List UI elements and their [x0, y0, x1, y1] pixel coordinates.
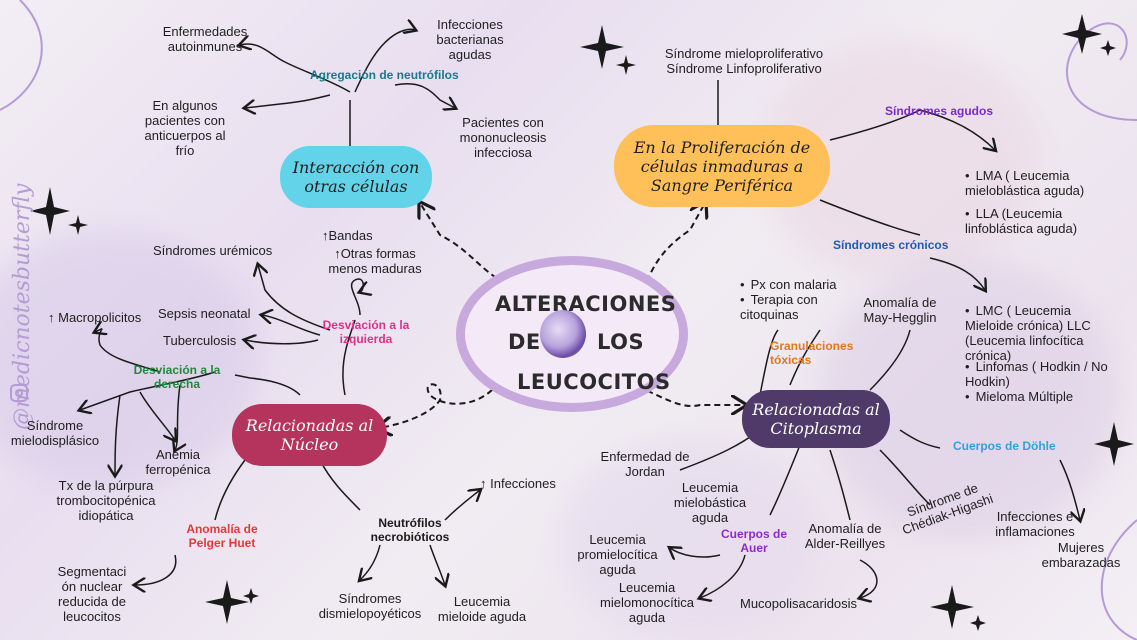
item-mieloma: Mieloma Múltiple: [965, 389, 1115, 404]
branch-nucleo: Relacionadas al Núcleo: [232, 404, 387, 466]
header-cuerpos-auer: Cuerpos de Auer: [720, 527, 787, 555]
neutrophil-image: [540, 310, 586, 358]
item-sepsis: Sepsis neonatal: [158, 306, 251, 321]
item-bacterianas: Infecciones bacterianas agudas: [436, 17, 504, 62]
item-lla: LLA (Leucemia linfoblástica aguda): [965, 206, 1115, 236]
header-sindromes-cronicos: Síndromes crónicos: [833, 238, 949, 252]
header-neutrofilos-necrobioticos: Neutrófilos necrobióticos: [370, 516, 450, 544]
item-mielodisplasico: Síndrome mielodisplásico: [10, 418, 100, 448]
item-linfomas: Linfomas ( Hodkin / No Hodkin): [965, 359, 1115, 389]
header-pelger-huet: Anomalía de Pelger Huet: [186, 522, 258, 550]
branch-citoplasma: Relacionadas al Citoplasma: [742, 390, 890, 448]
item-tuberculosis: Tuberculosis: [163, 333, 237, 348]
sparkle-icon: [1062, 14, 1116, 56]
sparkle-icon: [930, 585, 986, 631]
sparkle-icon: [1094, 422, 1134, 466]
center-title-line3: LEUCOCITOS: [517, 370, 671, 394]
background-blob: [560, 440, 820, 640]
item-bandas: ↑Bandas: [322, 228, 373, 243]
item-purpura: Tx de la púrpura trombocitopénica idiopá…: [56, 478, 156, 523]
item-mucopolisacaridosis: Mucopolisacaridosis: [740, 596, 858, 611]
header-desviacion-izquierda: Desviación a la izquierda: [322, 318, 410, 346]
item-autoinmunes: Enfermedades autoinmunes: [162, 24, 248, 54]
center-title-line1: ALTERACIONES: [495, 292, 677, 316]
branch-interaccion: Interacción con otras células: [280, 146, 432, 208]
item-citoquinas: Terapia con citoquinas: [740, 292, 840, 322]
item-dismielopoyeticos: Síndromes dismielopoyéticos: [318, 591, 422, 621]
item-jordan: Enfermedad de Jordan: [600, 449, 690, 479]
item-uremicos: Síndromes urémicos: [153, 243, 273, 258]
item-lmc: LMC ( Leucemia Mieloide crónica) LLC (Le…: [965, 303, 1115, 363]
sparkle-icon: [205, 580, 259, 624]
item-inflamaciones: Infecciones e inflamaciones: [995, 509, 1075, 539]
center-title-line2a: DE: [508, 330, 541, 354]
item-promielocitica: Leucemia promielocítica aguda: [577, 532, 658, 577]
item-otras-formas: ↑Otras formas menos maduras: [328, 246, 422, 276]
item-anemia: Anemia ferropénica: [145, 447, 211, 477]
item-embarazadas: Mujeres embarazadas: [1041, 540, 1121, 570]
item-alder: Anomalía de Alder-Reillyes: [804, 521, 886, 551]
header-agregacion: Agregación de neutrófilos: [310, 68, 459, 82]
item-mielobastica: Leucemia mielobástica aguda: [673, 480, 747, 525]
item-segmentacion: Segmentaci ón nuclear reducida de leucoc…: [57, 564, 127, 624]
header-cuerpos-dohle: Cuerpos de Döhle: [953, 439, 1056, 453]
header-desviacion-derecha: Desviación a la derecha: [133, 363, 221, 391]
item-mononucleosis: Pacientes con mononucleosis infecciosa: [459, 115, 547, 160]
item-mielomonocitica: Leucemia mielomonocítica aguda: [600, 580, 694, 625]
branch-proliferacion: En la Proliferación de células inmaduras…: [614, 125, 830, 207]
background-blob: [0, 230, 260, 490]
item-infecciones: ↑ Infecciones: [480, 476, 556, 491]
item-leucemia-mieloide: Leucemia mieloide aguda: [437, 594, 527, 624]
item-mielo-linfo: Síndrome mieloproliferativo Síndrome Lin…: [664, 46, 824, 76]
item-malaria: Px con malaria: [740, 277, 837, 292]
header-sindromes-agudos: Síndromes agudos: [885, 104, 994, 118]
item-lma: LMA ( Leucemia mieloblástica aguda): [965, 168, 1115, 198]
header-granulaciones-toxicas: Granulaciones tóxicas: [770, 339, 854, 367]
watermark: @medicnotesbutterfly: [10, 183, 35, 430]
item-anticuerpos: En algunos pacientes con anticuerpos al …: [144, 98, 226, 158]
sparkle-icon: [580, 25, 636, 75]
instagram-icon: [10, 384, 28, 402]
item-may-hegglin: Anomalía de May-Hegglin: [863, 295, 937, 325]
sparkle-icon: [30, 187, 88, 235]
item-macropolicitos: ↑ Macropolicitos: [48, 310, 142, 325]
center-title-line2b: LOS: [597, 330, 645, 354]
